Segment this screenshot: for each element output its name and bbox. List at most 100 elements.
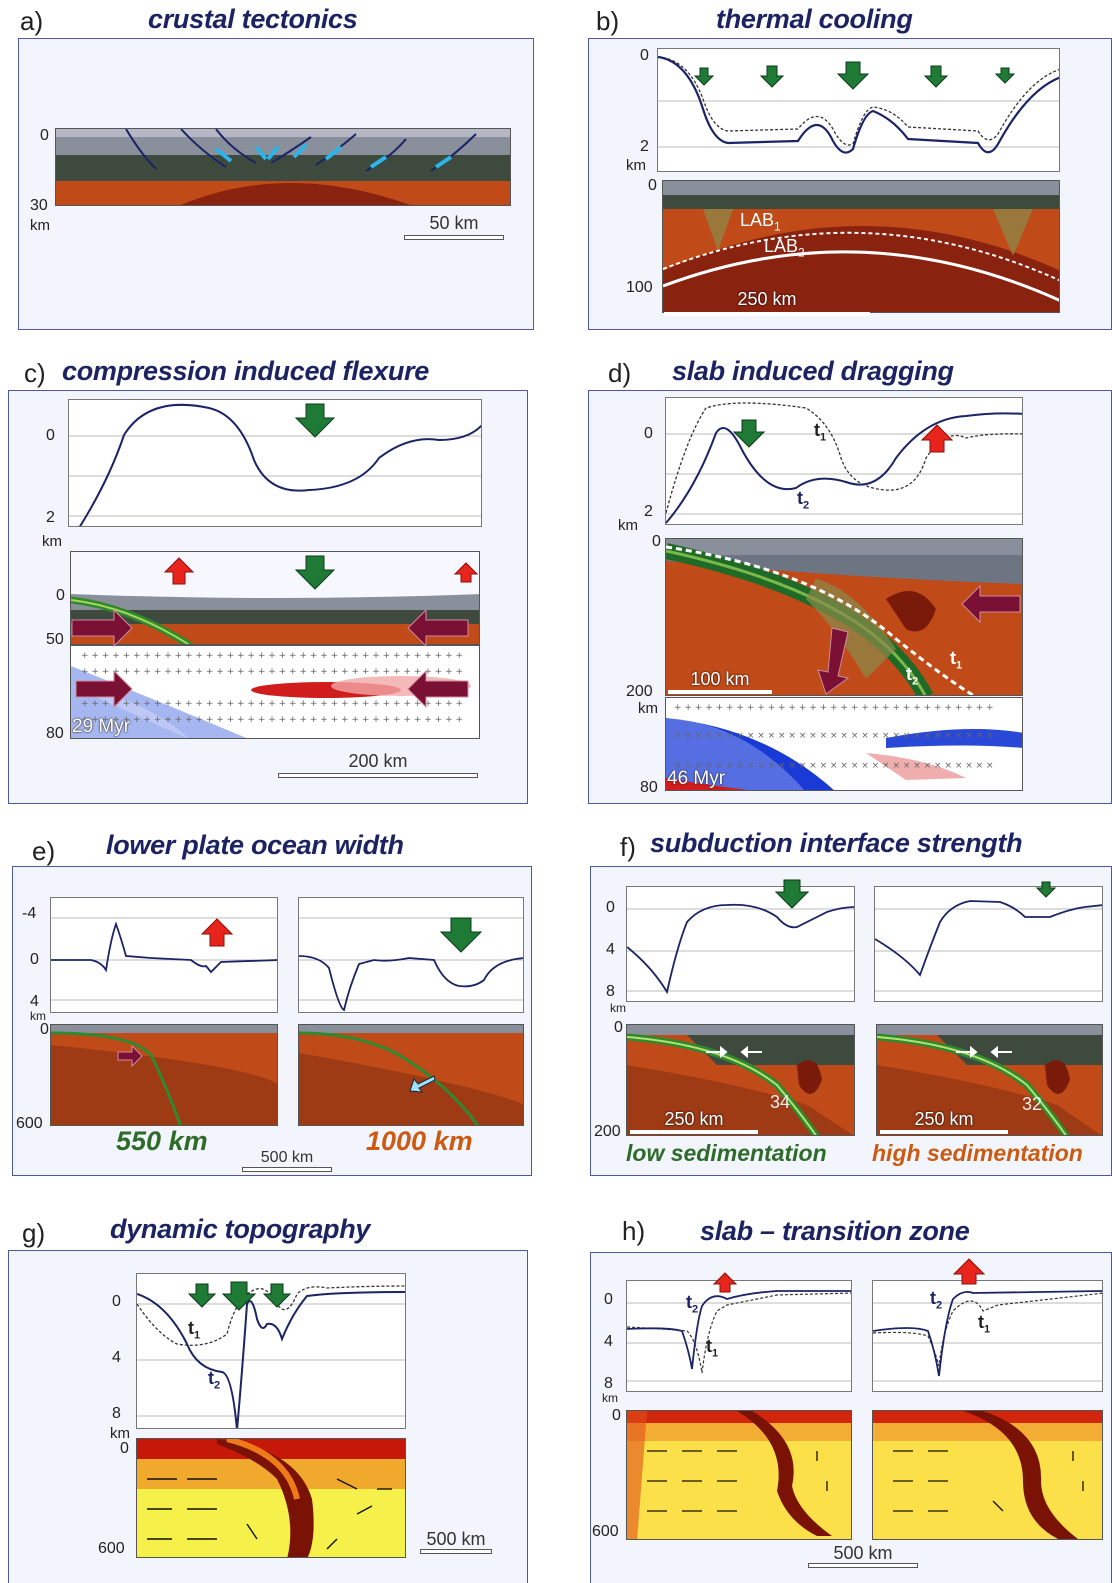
panel-f-topo-right xyxy=(874,886,1103,1002)
lab2-label: LAB2 xyxy=(764,236,805,260)
panel-title-h: slab – transition zone xyxy=(700,1216,970,1246)
panel-d-section-t2-label: t2 xyxy=(906,664,919,688)
panel-c-tick-2: 2 xyxy=(46,509,55,526)
panel-c-section xyxy=(70,551,480,645)
panel-g-t2-label: t2 xyxy=(208,1368,221,1392)
panel-e-tick-600: 600 xyxy=(16,1115,43,1132)
panel-b-topography-plot xyxy=(657,48,1060,172)
panel-f-tick-4: 4 xyxy=(606,941,615,958)
panel-f-tick-0: 0 xyxy=(606,899,615,916)
panel-d-tick-bottom-0: 0 xyxy=(652,533,661,550)
panel-g-t1-label: t1 xyxy=(188,1318,201,1342)
panel-g-flow-section xyxy=(136,1438,406,1558)
panel-c-scale-bar: 200 km xyxy=(278,752,478,778)
panel-g-topography-plot xyxy=(136,1273,406,1429)
panel-b-section xyxy=(662,180,1060,313)
panel-d-tick-80: 80 xyxy=(640,779,658,796)
panel-h-tick-4: 4 xyxy=(604,1333,613,1350)
panel-e-scale-bar: 500 km xyxy=(242,1150,332,1172)
panel-e-unit: km xyxy=(30,1009,46,1023)
panel-b-tick-bottom-0: 0 xyxy=(648,177,657,194)
panel-c-tick-50: 50 xyxy=(46,631,64,648)
panel-f-section-left xyxy=(626,1024,855,1136)
svg-text:+ + + + + + + + + + + + + + +: + + + + + + + + + + + + + + + + + + + + … xyxy=(81,651,463,661)
panel-d-topography-plot xyxy=(665,397,1023,525)
panel-h-tick-0: 0 xyxy=(604,1291,613,1308)
panel-c-tick-bottom-0: 0 xyxy=(56,587,65,604)
panel-c-age-label: 29 Myr xyxy=(72,716,131,737)
panel-h-flow-right xyxy=(872,1410,1103,1540)
panel-b-tick-100: 100 xyxy=(626,279,653,296)
panel-g-tick-4: 4 xyxy=(112,1349,121,1366)
panel-h-right-t2-label: t2 xyxy=(930,1288,943,1312)
panel-d-t1-label: t1 xyxy=(814,420,827,444)
panel-letter-f: f) xyxy=(620,832,636,862)
panel-b-tick-2: 2 xyxy=(640,138,649,155)
panel-d-unit-bottom: km xyxy=(638,700,658,717)
panel-title-c: compression induced flexure xyxy=(62,356,429,386)
svg-text:× × × × × × × × × × × × × × ×: × × × × × × × × × × × × × × × × × × × × … xyxy=(674,731,994,741)
panel-d-unit: km xyxy=(618,517,638,534)
panel-c-stress-field: + + + + + + + + + + + + + + + + + + + + … xyxy=(70,645,480,739)
panel-title-b: thermal cooling xyxy=(716,4,913,34)
panel-d-tick-200: 200 xyxy=(626,683,653,700)
panel-c-tick-0: 0 xyxy=(46,427,55,444)
panel-h-tick-600: 600 xyxy=(592,1523,619,1540)
panel-h-topo-left xyxy=(626,1280,852,1392)
panel-f-tick-200: 200 xyxy=(594,1123,621,1140)
panel-h-left-t2-label: t2 xyxy=(686,1292,699,1316)
panel-letter-c: c) xyxy=(24,358,46,388)
panel-title-d: slab induced dragging xyxy=(672,356,954,386)
panel-f-label-high: high sedimentation xyxy=(872,1140,1083,1166)
panel-f-topo-left xyxy=(626,886,855,1002)
panel-b-tick-0: 0 xyxy=(640,47,649,64)
panel-d-tick-0: 0 xyxy=(644,425,653,442)
panel-a-unit: km xyxy=(30,217,50,234)
panel-f-label-low: low sedimentation xyxy=(626,1140,827,1166)
panel-d-t2-label: t2 xyxy=(797,488,810,512)
panel-b-scale-bar: 250 km xyxy=(664,290,870,316)
panel-e-tick-4: 4 xyxy=(30,993,39,1010)
panel-f-tick-bottom-0: 0 xyxy=(614,1019,623,1036)
panel-letter-b: b) xyxy=(596,6,620,36)
panel-e-section-right xyxy=(298,1024,524,1126)
panel-d-tick-2: 2 xyxy=(644,503,653,520)
panel-f-section-right xyxy=(876,1024,1103,1136)
panel-a-tick-30: 30 xyxy=(30,197,48,214)
panel-c-topography-plot xyxy=(68,399,482,527)
panel-h-flow-left xyxy=(626,1410,852,1540)
panel-h-scale-bar: 500 km xyxy=(808,1544,918,1568)
panel-e-section-left xyxy=(50,1024,278,1126)
panel-letter-a: a) xyxy=(20,6,44,36)
panel-f-angle-right: 32 xyxy=(1022,1094,1043,1114)
lab1-label: LAB1 xyxy=(740,210,781,234)
panel-f-scale-left: 250 km xyxy=(630,1110,758,1134)
panel-d-section-t1-label: t1 xyxy=(950,648,963,672)
panel-title-g: dynamic topography xyxy=(110,1214,371,1244)
panel-g-scale-bar: 500 km xyxy=(420,1530,492,1554)
panel-d-age-label: 46 Myr xyxy=(667,768,726,789)
panel-e-tick-minus4: -4 xyxy=(22,905,37,922)
panel-e-topo-left xyxy=(50,897,278,1013)
panel-b-unit: km xyxy=(626,157,646,174)
panel-h-left-t1-label: t1 xyxy=(706,1336,719,1360)
panel-g-tick-600: 600 xyxy=(98,1540,125,1557)
panel-letter-e: e) xyxy=(32,836,56,866)
panel-g-tick-bottom-0: 0 xyxy=(120,1440,129,1457)
svg-text:+ + + + + + + + + + + + + + +: + + + + + + + + + + + + + + + + + + + + … xyxy=(81,699,463,709)
panel-a-scale-label: 50 km xyxy=(429,213,479,233)
svg-text:+ + + + + + + + + + + + + + +: + + + + + + + + + + + + + + + + + + + + … xyxy=(81,667,463,677)
panel-letter-h: h) xyxy=(622,1216,646,1246)
panel-a-tick-0: 0 xyxy=(40,127,49,144)
panel-h-tick-bottom-0: 0 xyxy=(612,1407,621,1424)
panel-f-scale-right: 250 km xyxy=(880,1110,1008,1134)
panel-d-stress-field: + + + + + + + + + + + + + + + + + + + + … xyxy=(665,697,1023,791)
panel-title-f: subduction interface strength xyxy=(650,828,1023,858)
panel-h-unit: km xyxy=(602,1391,618,1405)
panel-g-tick-8: 8 xyxy=(112,1405,121,1422)
panel-f-unit: km xyxy=(610,1001,626,1015)
svg-text:× × × × × × × × × × × × × × ×: × × × × × × × × × × × × × × × × × × × × … xyxy=(674,761,994,771)
panel-c-tick-80: 80 xyxy=(46,725,64,742)
panel-h-tick-8: 8 xyxy=(604,1375,613,1392)
panel-d-scale-bar: 100 km xyxy=(668,670,772,694)
